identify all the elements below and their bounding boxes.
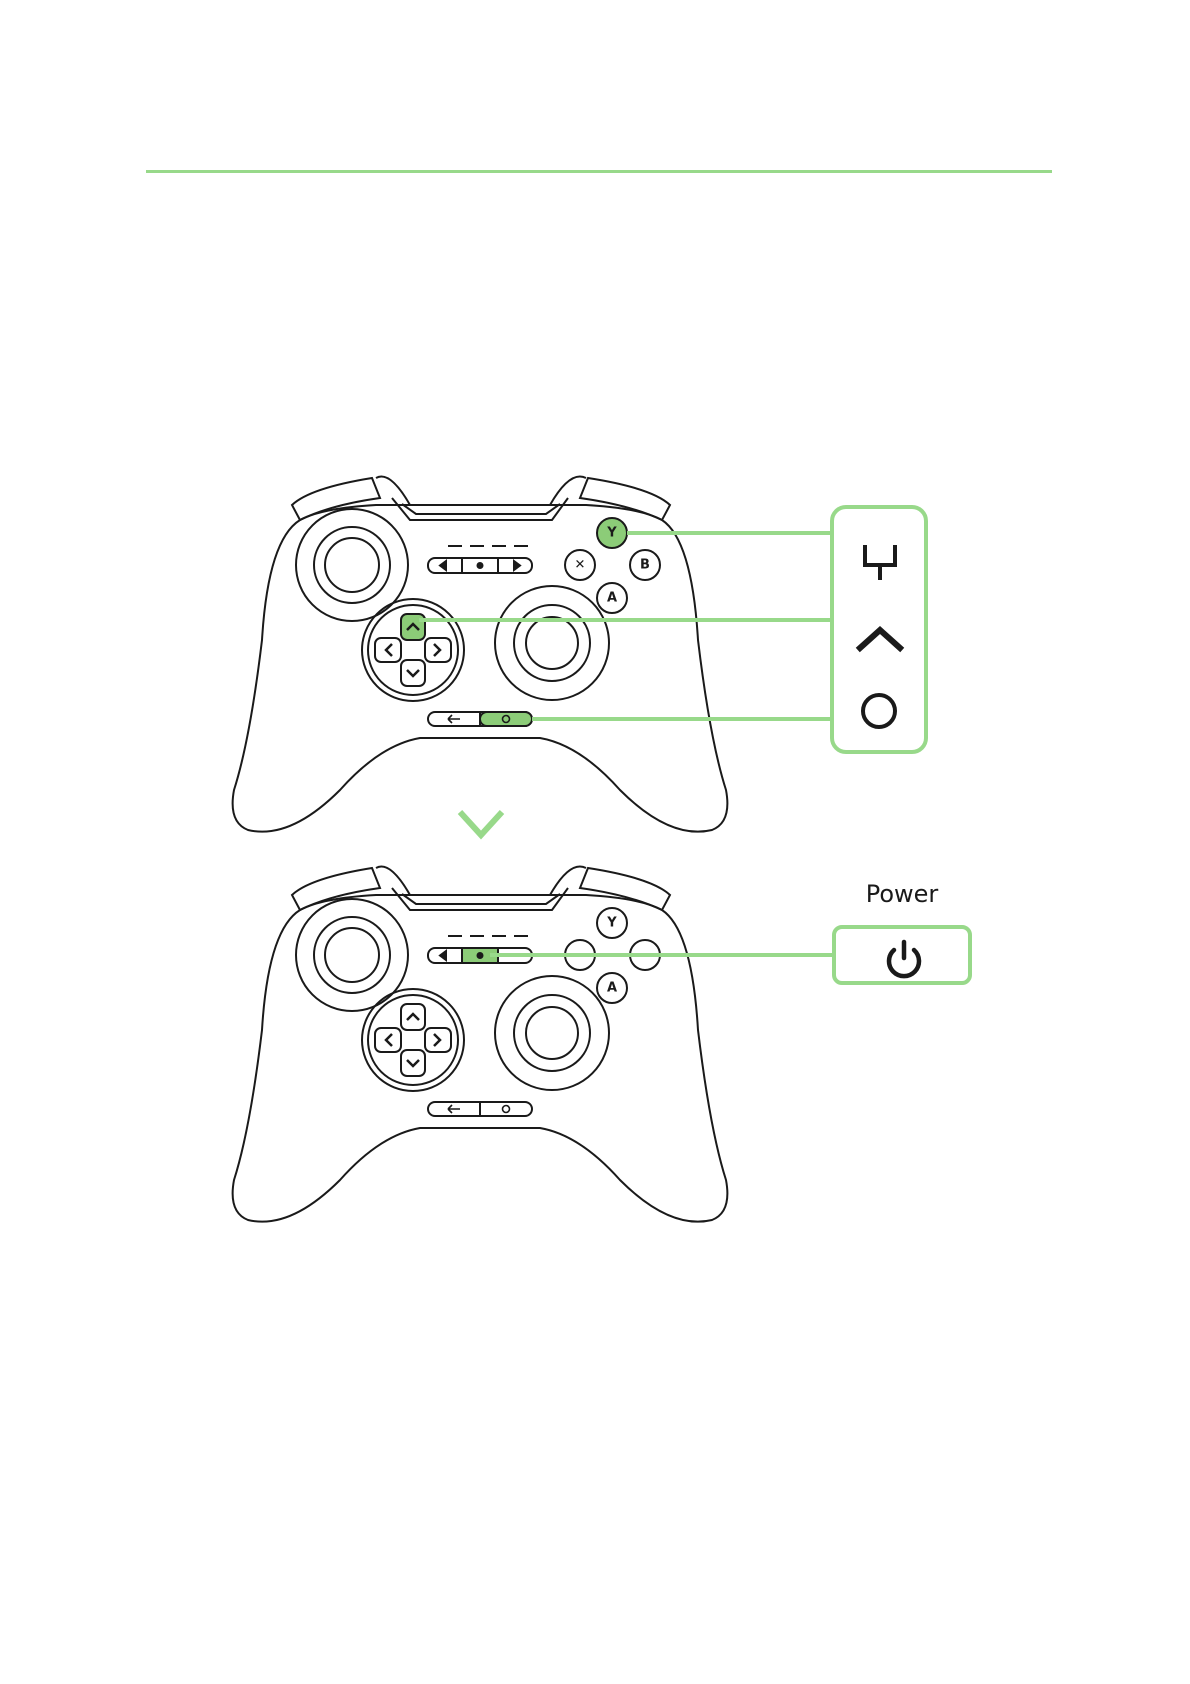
face-btn-y-label: Y (606, 526, 617, 541)
media-mid-icon-b (478, 953, 483, 958)
dpad-up-b (401, 1004, 425, 1030)
dpad-right (425, 638, 451, 662)
controller-bottom (233, 867, 728, 1222)
dpad-down (401, 660, 425, 686)
dpad-left-b (375, 1028, 401, 1052)
right-stick-ring (495, 586, 609, 700)
right-stick-ring-b (495, 976, 609, 1090)
left-bumper-b (292, 868, 380, 910)
controller-top (233, 477, 728, 832)
right-bumper (580, 478, 670, 520)
bottom-back-icon (448, 715, 460, 723)
face-btn-x-label: ✕ (575, 558, 586, 573)
controller-body (233, 505, 728, 832)
dpad-left-arrow (386, 644, 392, 656)
left-stick-cap-b (325, 928, 379, 982)
dpad-right-arrow-b (434, 1034, 440, 1046)
media-prev-icon (440, 561, 446, 570)
callout-lines-top (419, 533, 832, 719)
face-btn-a-label: A (607, 591, 617, 606)
dpad-left-arrow-b (386, 1034, 392, 1046)
bottom-home-icon-b (503, 1106, 510, 1113)
right-stick-cap (526, 617, 578, 669)
media-prev-icon-b (440, 951, 446, 960)
chevron-down-icon (460, 812, 502, 835)
dpad-up (401, 614, 425, 640)
dpad-down-b (401, 1050, 425, 1076)
media-next-icon (514, 561, 520, 570)
face-btn-y-label-b: Y (606, 916, 617, 931)
face-btn-b-label: B (640, 558, 650, 573)
left-bumper (292, 478, 380, 520)
dpad-down-arrow-b (407, 1060, 419, 1066)
controller-body-b (233, 895, 728, 1222)
dpad-right-arrow (434, 644, 440, 656)
top-slot-b (392, 888, 568, 910)
top-slot (392, 498, 568, 520)
left-stick-cap (325, 538, 379, 592)
bottom-back-icon-b (448, 1105, 460, 1113)
top-shoulder (376, 477, 586, 505)
top-shoulder-b (376, 867, 586, 895)
dpad-left (375, 638, 401, 662)
dpad-up-arrow-b (407, 1014, 419, 1020)
bottom-home-highlight (480, 712, 532, 726)
right-bumper-b (580, 868, 670, 910)
right-stick-cap-b (526, 1007, 578, 1059)
media-mid-icon (478, 563, 483, 568)
power-box (834, 927, 970, 983)
dpad-right-b (425, 1028, 451, 1052)
face-btn-a-label-b: A (607, 981, 617, 996)
power-title: Power (866, 880, 939, 908)
dpad-down-arrow (407, 670, 419, 676)
button-combo-box (832, 507, 926, 752)
dpad-ring-inner-b (368, 995, 458, 1085)
